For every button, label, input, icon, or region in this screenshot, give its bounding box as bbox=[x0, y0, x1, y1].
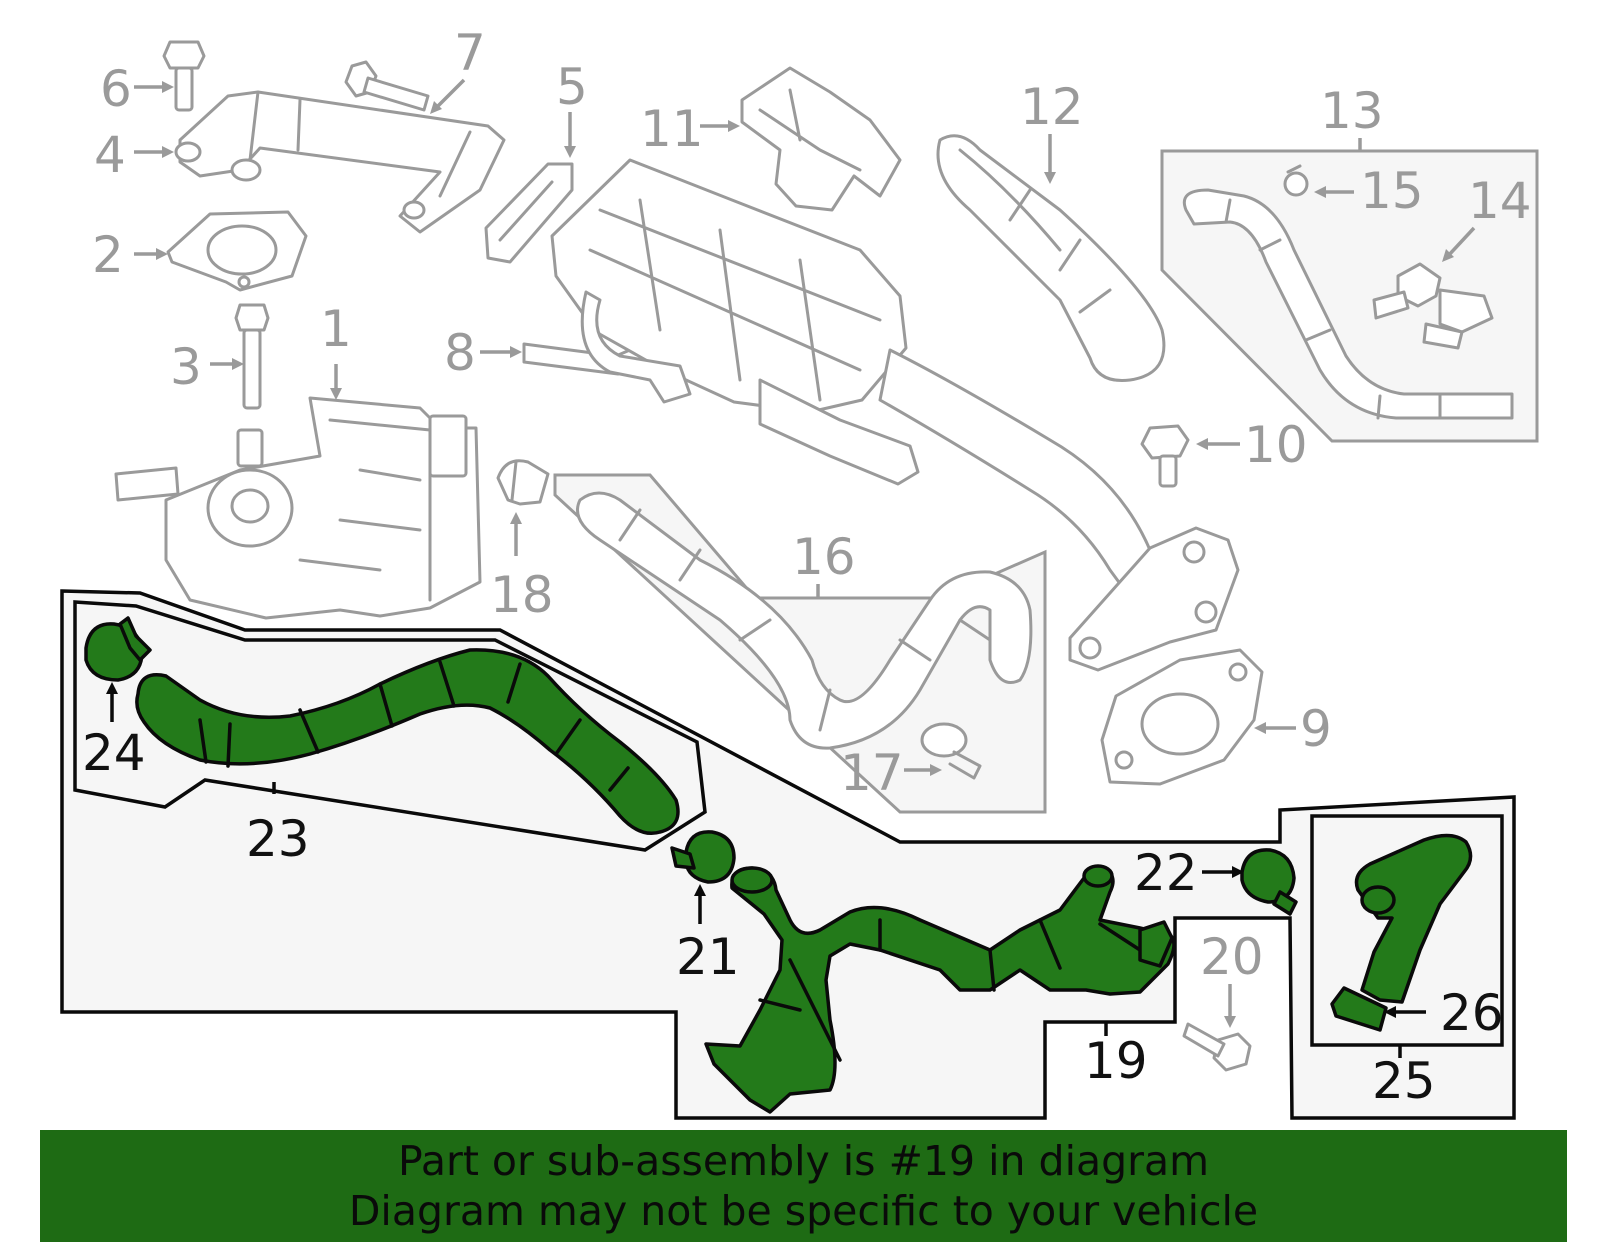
bolt-7-icon bbox=[344, 60, 430, 112]
callout-19: 19 bbox=[1084, 1032, 1148, 1090]
banner-line-1: Part or sub-assembly is #19 in diagram bbox=[397, 1137, 1210, 1185]
callout-18: 18 bbox=[490, 566, 554, 624]
clamp-26-icon bbox=[1330, 986, 1388, 1032]
connector-14-icon bbox=[1372, 262, 1494, 350]
bolt-6-icon bbox=[162, 40, 206, 112]
heat-shield-11-icon bbox=[740, 66, 902, 212]
clamp-15-icon bbox=[1283, 164, 1309, 197]
callout-5: 5 bbox=[556, 58, 588, 116]
info-banner: Part or sub-assembly is #19 in diagram D… bbox=[40, 1130, 1567, 1242]
callout-8: 8 bbox=[444, 324, 476, 382]
callout-14: 14 bbox=[1468, 172, 1532, 230]
hose-13-icon bbox=[1182, 188, 1514, 420]
callout-2: 2 bbox=[92, 226, 124, 284]
callout-3: 3 bbox=[170, 338, 202, 396]
callout-13: 13 bbox=[1320, 82, 1384, 140]
leader-arrows bbox=[106, 78, 1476, 1058]
callout-21: 21 bbox=[676, 928, 740, 986]
callout-1: 1 bbox=[320, 300, 352, 358]
callout-12: 12 bbox=[1020, 78, 1084, 136]
hose-12-icon bbox=[936, 134, 1166, 383]
callout-9: 9 bbox=[1300, 700, 1332, 758]
hose-16-icon bbox=[576, 491, 1033, 750]
callout-22: 22 bbox=[1134, 844, 1198, 902]
egr-cooler-icon bbox=[550, 158, 1166, 602]
egr-pipe-4-icon bbox=[174, 90, 506, 234]
callout-25: 25 bbox=[1372, 1052, 1436, 1110]
bolt-10-icon bbox=[1140, 424, 1190, 488]
callout-10: 10 bbox=[1244, 416, 1308, 474]
callout-24: 24 bbox=[82, 724, 146, 782]
clip-18-icon bbox=[496, 459, 550, 506]
callout-7: 7 bbox=[454, 24, 486, 82]
callout-6: 6 bbox=[100, 60, 132, 118]
callout-26: 26 bbox=[1440, 984, 1504, 1042]
callout-4: 4 bbox=[94, 126, 126, 184]
clamp-24-icon bbox=[84, 616, 152, 682]
callout-11: 11 bbox=[640, 100, 704, 158]
hose-25-icon bbox=[1354, 833, 1473, 1004]
pipe-flange-icon bbox=[1068, 526, 1240, 672]
callout-17: 17 bbox=[840, 744, 904, 802]
water-pipe-19-icon bbox=[704, 864, 1176, 1114]
gasket-2-icon bbox=[166, 210, 308, 292]
bolt-20-icon bbox=[1182, 1022, 1252, 1072]
banner-line-2: Diagram may not be specific to your vehi… bbox=[348, 1187, 1259, 1235]
clamp-21-icon bbox=[670, 830, 736, 884]
egr-valve-1-icon bbox=[114, 396, 482, 620]
gasket-9-icon bbox=[1100, 648, 1264, 786]
clamp-17-icon bbox=[920, 722, 982, 780]
gasket-5-icon bbox=[484, 162, 574, 264]
callout-23: 23 bbox=[246, 810, 310, 868]
hose-23-icon bbox=[135, 648, 680, 835]
callout-20: 20 bbox=[1200, 928, 1264, 986]
callout-16: 16 bbox=[792, 528, 856, 586]
callout-15: 15 bbox=[1360, 162, 1424, 220]
clamp-22-icon bbox=[1240, 848, 1298, 916]
bolt-3-icon bbox=[234, 303, 270, 410]
